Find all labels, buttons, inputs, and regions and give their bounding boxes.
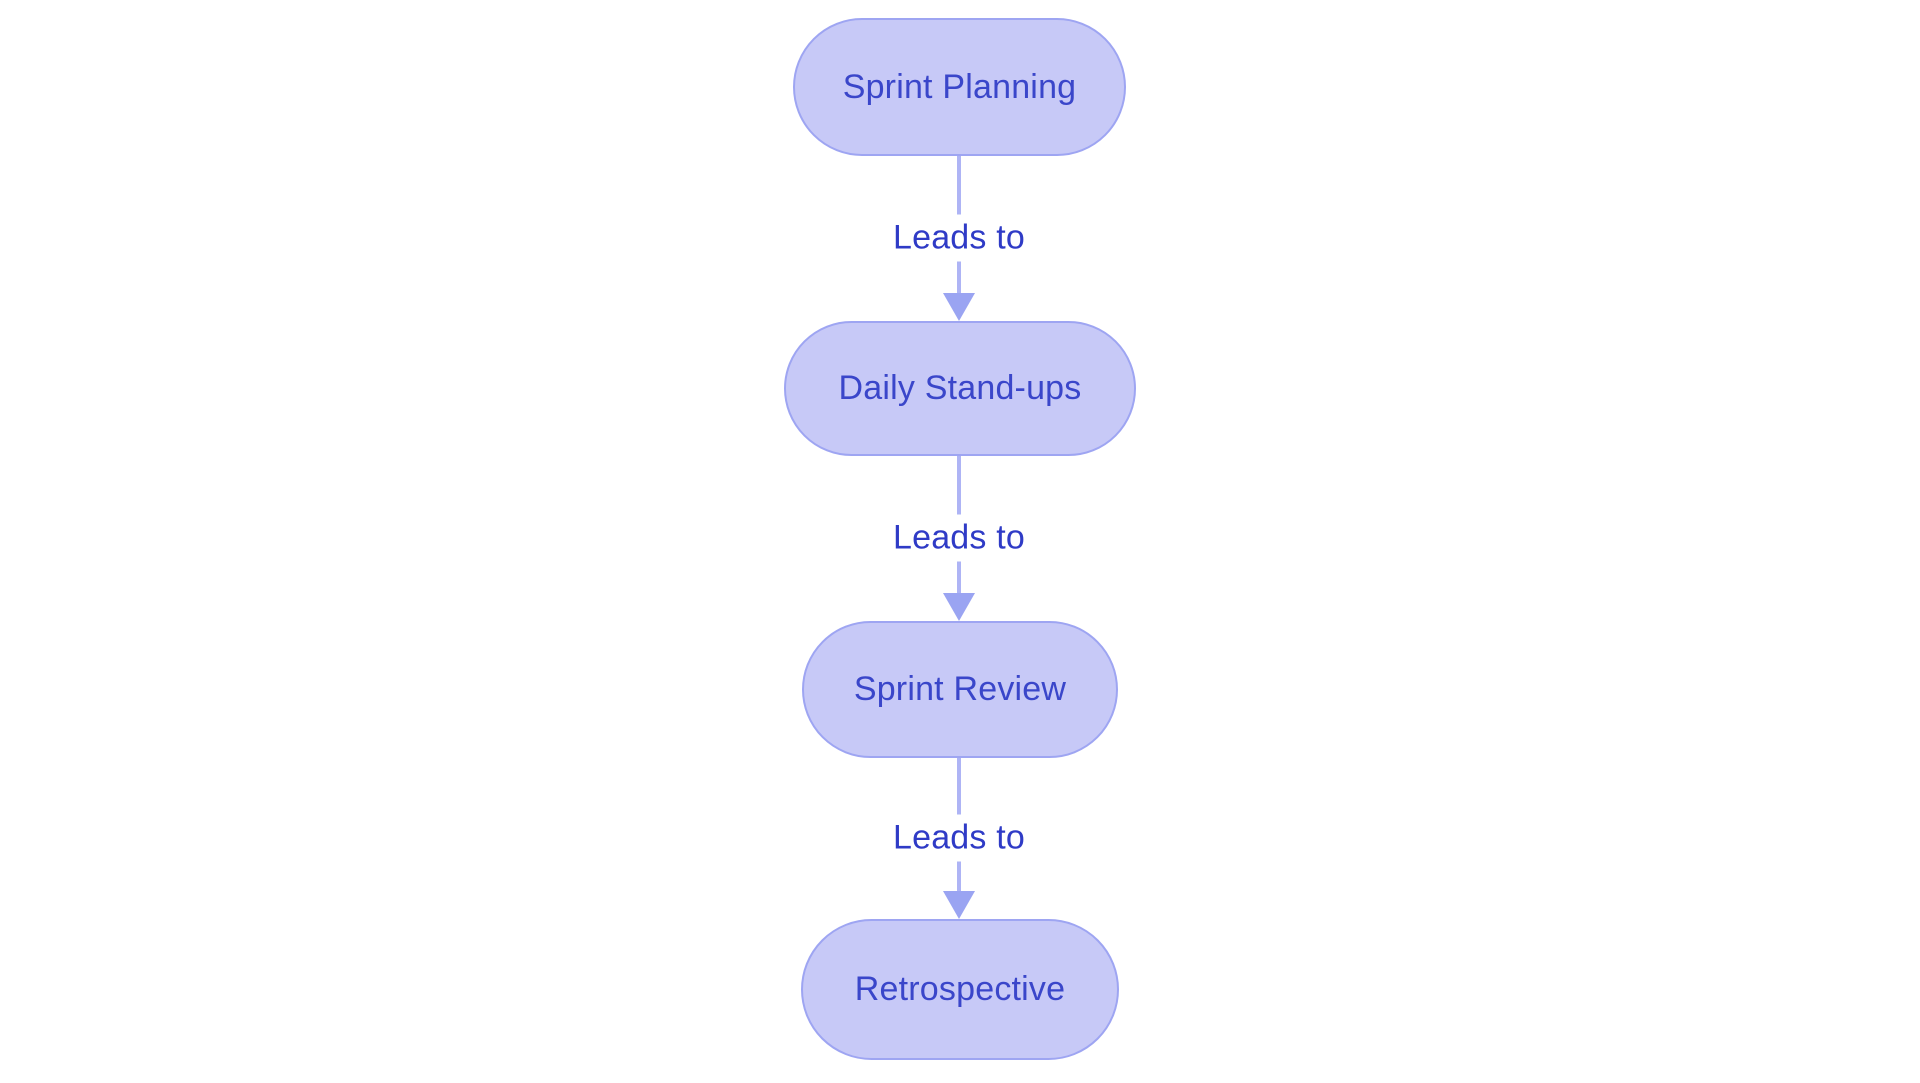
node-label: Retrospective bbox=[854, 970, 1066, 1008]
node-label: Sprint Planning bbox=[842, 67, 1077, 106]
arrow-down-icon bbox=[943, 891, 975, 919]
arrow-down-icon bbox=[943, 293, 975, 321]
edge-label: Leads to bbox=[882, 214, 1036, 262]
node-sprint-planning: Sprint Planning bbox=[793, 18, 1126, 156]
edge-label: Leads to bbox=[882, 814, 1036, 862]
node-sprint-review: Sprint Review bbox=[802, 621, 1118, 758]
node-label: Sprint Review bbox=[853, 670, 1067, 708]
edge-label: Leads to bbox=[882, 514, 1036, 562]
node-daily-stand-ups: Daily Stand-ups bbox=[784, 321, 1136, 456]
node-label: Daily Stand-ups bbox=[838, 369, 1082, 407]
arrow-down-icon bbox=[943, 593, 975, 621]
node-retrospective: Retrospective bbox=[801, 919, 1119, 1060]
